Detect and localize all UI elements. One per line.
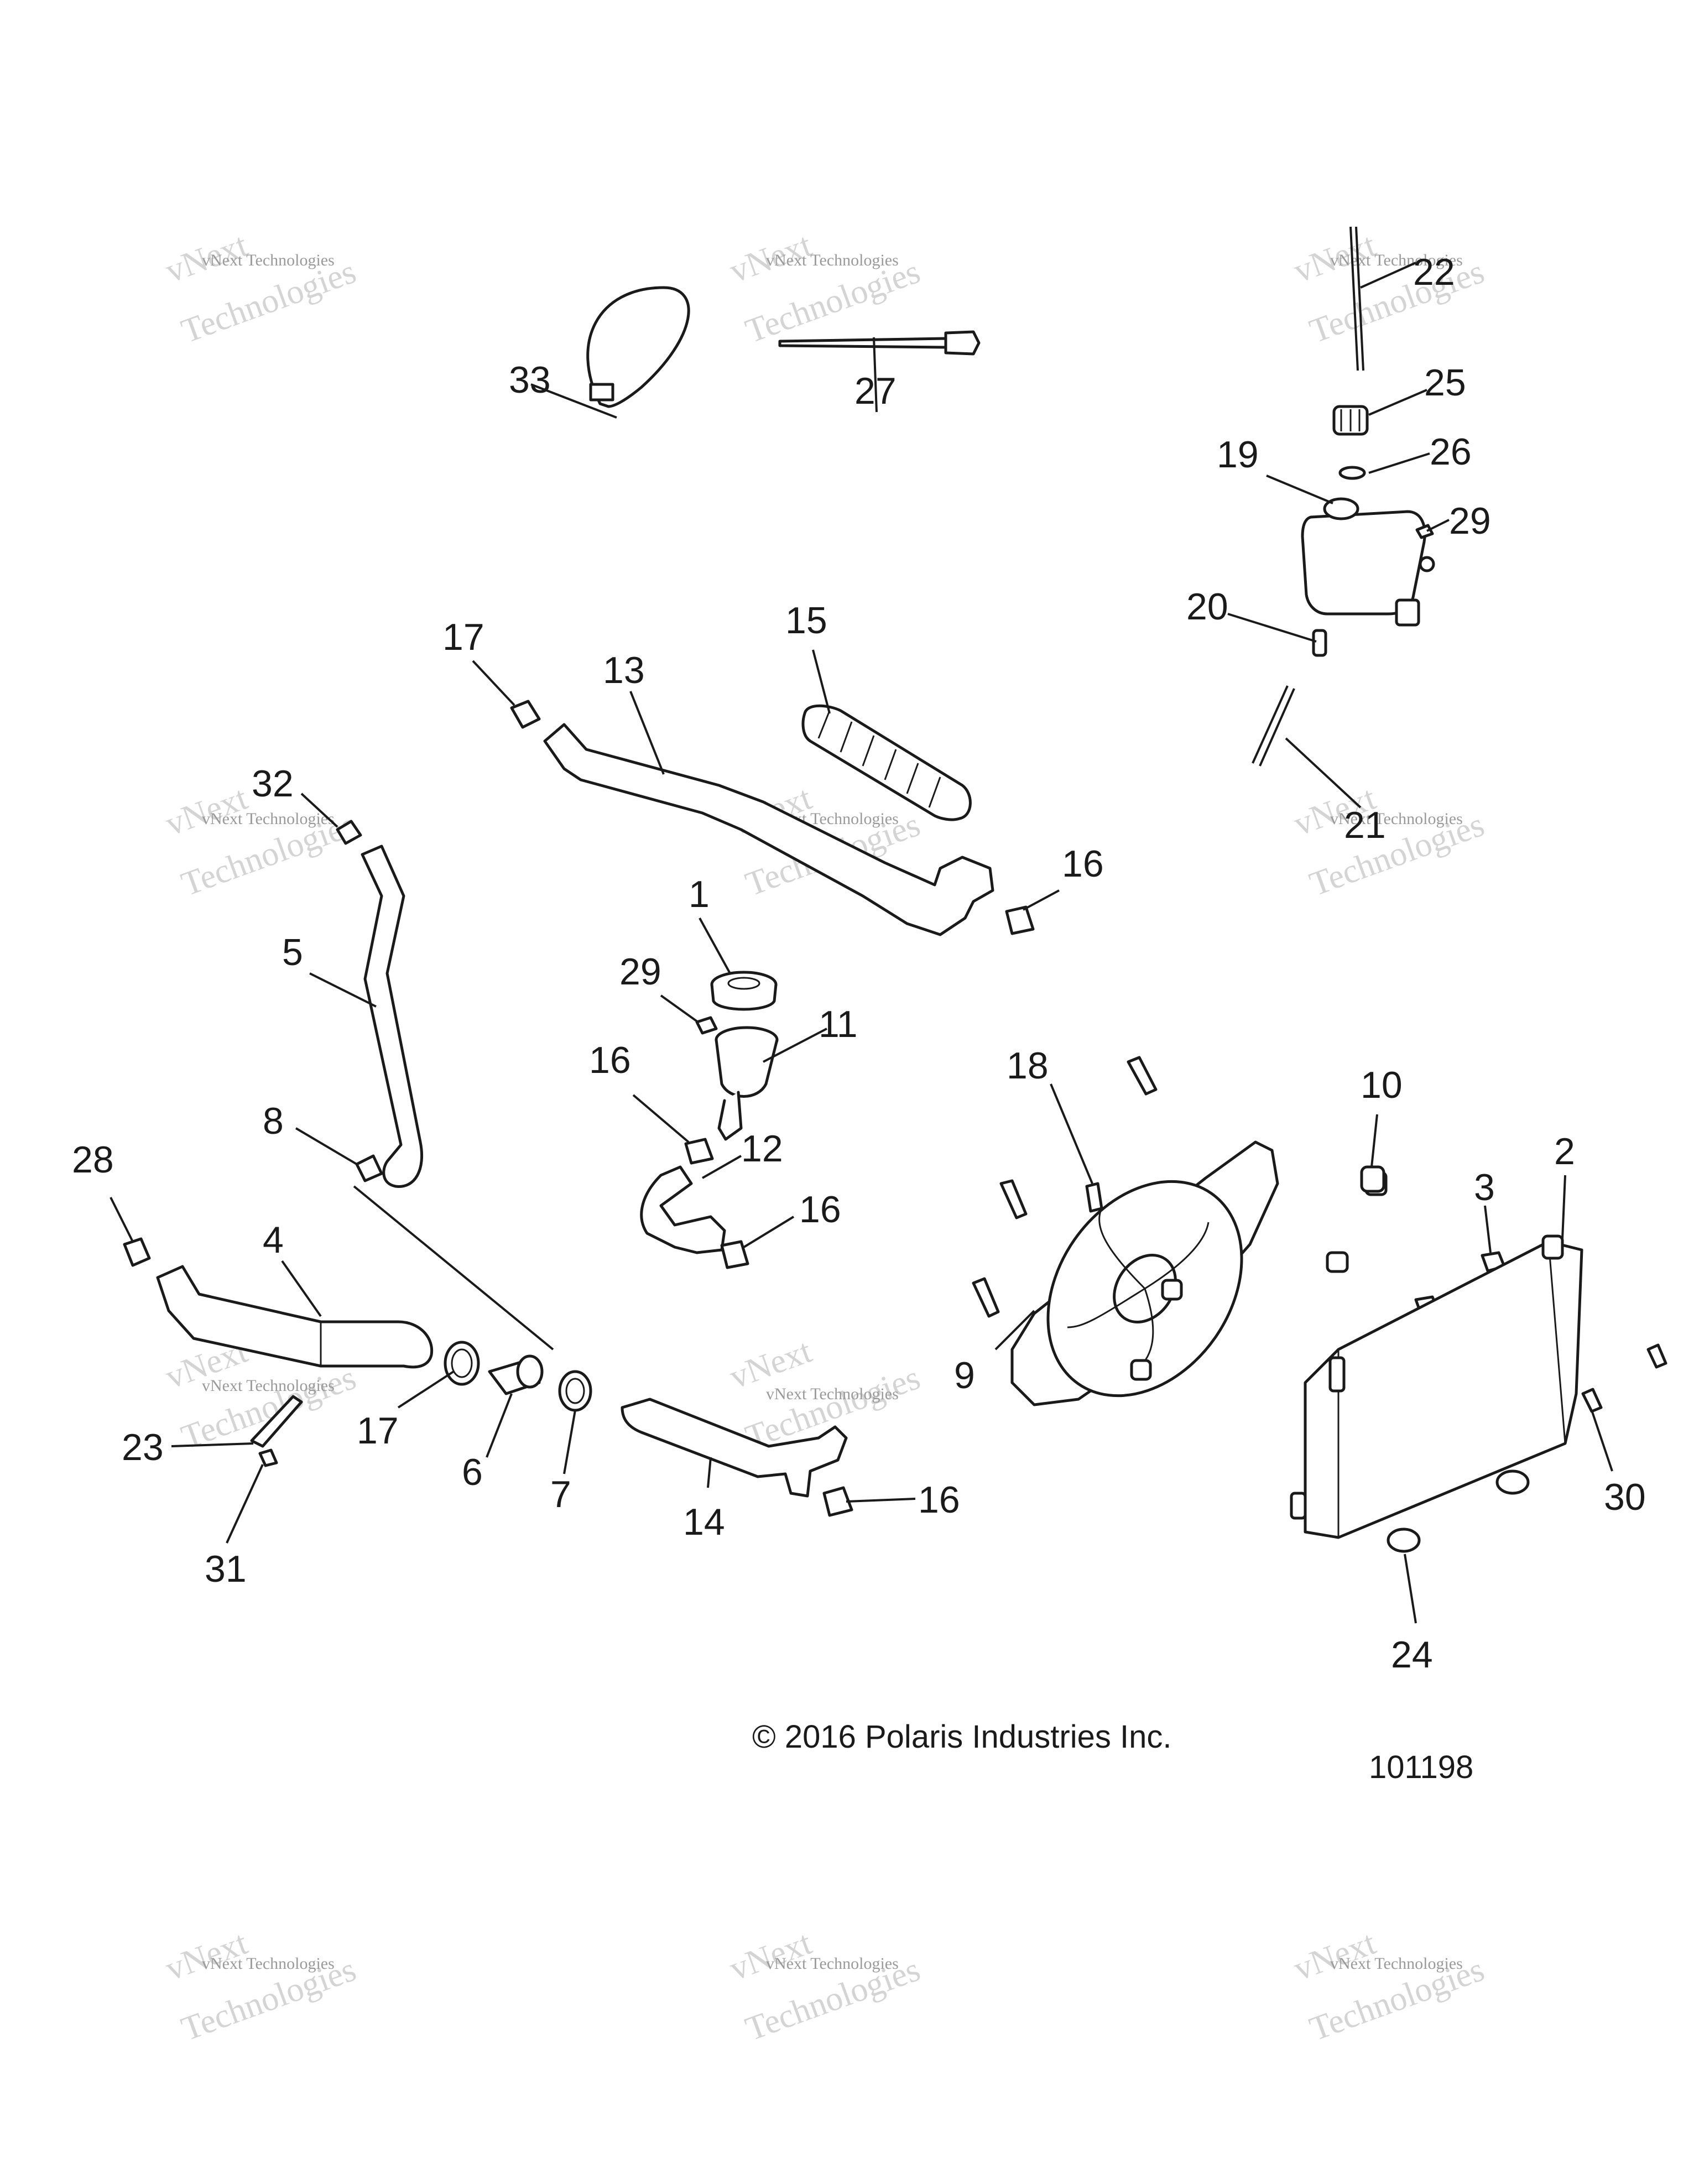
watermark-bottom-center: vNext Technologies vNext Technologies <box>725 1924 925 2049</box>
svg-text:vNext Technologies: vNext Technologies <box>202 1954 335 1973</box>
part-7-clamp-ring[interactable] <box>558 1370 592 1412</box>
callout-26: 26 <box>1430 431 1472 473</box>
callout-14: 14 <box>683 1501 725 1543</box>
callout-28: 28 <box>72 1139 114 1181</box>
callout-3: 3 <box>1474 1166 1495 1208</box>
watermark-group: vNext Technologies vNext Technologies vN… <box>161 226 1512 2049</box>
callout-29-center: 29 <box>619 951 661 993</box>
callout-32: 32 <box>252 763 294 805</box>
part-32-clamp[interactable] <box>336 820 362 845</box>
callout-16-upper: 16 <box>1062 843 1104 885</box>
svg-text:vNext Technologies: vNext Technologies <box>202 251 335 269</box>
part-20-fitting[interactable] <box>1312 629 1327 657</box>
callout-21: 21 <box>1344 804 1386 846</box>
callout-20: 20 <box>1186 586 1228 628</box>
callout-13: 13 <box>603 649 645 691</box>
part-5-bypass-hose[interactable] <box>361 845 424 1188</box>
part-19-coolant-reservoir[interactable] <box>1301 497 1435 627</box>
part-4-lower-hose[interactable] <box>156 1265 434 1369</box>
callout-23: 23 <box>122 1426 164 1468</box>
part-1-radiator-cap[interactable] <box>710 971 778 1011</box>
part-12-filler-hose[interactable] <box>640 1165 726 1254</box>
part-30-screw[interactable] <box>1581 1343 1667 1413</box>
watermark-top-center: vNext Technologies vNext Technologies <box>725 226 925 351</box>
callout-30: 30 <box>1604 1476 1646 1518</box>
diagram-number: 101198 <box>1369 1749 1473 1785</box>
callout-18: 18 <box>1007 1045 1049 1087</box>
watermark-bottom-right: vNext Technologies vNext Technologies <box>1289 1924 1489 2049</box>
part-16-clamp-lower-center[interactable] <box>720 1240 749 1269</box>
callout-16-center: 16 <box>589 1039 631 1081</box>
part-27-cable-tie[interactable] <box>778 330 981 356</box>
part-29-screw-right[interactable] <box>1415 524 1434 539</box>
callout-11: 11 <box>819 1003 858 1045</box>
svg-text:vNext Technologies: vNext Technologies <box>766 251 899 269</box>
callout-25: 25 <box>1424 362 1466 404</box>
svg-text:vNext Technologies: vNext Technologies <box>766 1954 899 1973</box>
part-6-coupler-tube[interactable] <box>488 1354 544 1395</box>
callout-17-lower: 17 <box>357 1410 399 1452</box>
copyright-text: © 2016 Polaris Industries Inc. <box>752 1719 1171 1755</box>
part-21-overflow-hose[interactable] <box>1252 685 1295 767</box>
callout-29-right: 29 <box>1449 500 1491 542</box>
callout-16-bottom: 16 <box>918 1479 960 1521</box>
callout-5: 5 <box>282 931 303 973</box>
callout-19: 19 <box>1217 434 1259 476</box>
watermark-mid-right: vNext Technologies vNext Technologies <box>1289 779 1489 904</box>
callout-4: 4 <box>263 1219 284 1261</box>
svg-text:vNext Technologies: vNext Technologies <box>1330 1954 1463 1973</box>
callout-6: 6 <box>462 1451 483 1493</box>
part-33-strap[interactable] <box>586 286 690 408</box>
callout-22: 22 <box>1413 251 1455 293</box>
callout-2: 2 <box>1554 1130 1575 1172</box>
part-26-o-ring[interactable] <box>1338 466 1366 480</box>
callout-27: 27 <box>854 370 897 412</box>
part-28-plug[interactable] <box>123 1237 151 1267</box>
svg-text:vNext Technologies: vNext Technologies <box>202 810 335 828</box>
part-17-clamp-top[interactable] <box>510 700 541 729</box>
part-16-clamp-upper[interactable] <box>1005 905 1035 935</box>
part-22-breather-tube[interactable] <box>1349 226 1364 371</box>
part-18-screw[interactable] <box>1085 1182 1103 1213</box>
part-29-screw-center[interactable] <box>695 1016 718 1035</box>
callout-8: 8 <box>263 1100 284 1142</box>
part-17-clamp-lower[interactable] <box>444 1341 480 1386</box>
watermark-top-right: vNext Technologies vNext Technologies <box>1289 226 1489 351</box>
watermark-top-left: vNext Technologies vNext Technologies <box>161 226 361 351</box>
part-31-screw[interactable] <box>258 1448 278 1467</box>
callout-9: 9 <box>954 1354 975 1396</box>
callout-10: 10 <box>1361 1064 1403 1106</box>
part-25-reservoir-cap[interactable] <box>1332 405 1369 436</box>
callout-1: 1 <box>689 873 710 915</box>
part-23-bracket[interactable] <box>250 1395 303 1448</box>
svg-text:vNext Technologies: vNext Technologies <box>202 1377 335 1395</box>
part-8-clamp[interactable] <box>355 1154 383 1182</box>
part-9-cooling-fan[interactable] <box>1008 1140 1282 1433</box>
part-24-grommet[interactable] <box>1387 1469 1530 1553</box>
watermark-bottom-left: vNext Technologies vNext Technologies <box>161 1924 361 2049</box>
part-10-grommet[interactable] <box>1360 1165 1385 1193</box>
callout-12: 12 <box>741 1128 783 1170</box>
callout-31: 31 <box>205 1548 247 1590</box>
svg-text:vNext Technologies: vNext Technologies <box>766 1385 899 1403</box>
callout-16-lower-center: 16 <box>799 1189 841 1231</box>
part-16-clamp-bottom[interactable] <box>822 1486 853 1517</box>
part-2-radiator[interactable] <box>1290 1234 1583 1539</box>
callout-7: 7 <box>550 1473 571 1515</box>
leader-lines <box>110 262 1613 1624</box>
part-11-filler-neck[interactable] <box>715 1026 779 1141</box>
callout-24: 24 <box>1391 1634 1433 1676</box>
callout-labels: 33 27 22 25 26 19 29 20 21 17 13 15 16 3… <box>72 251 1646 1676</box>
callout-33: 33 <box>509 359 551 401</box>
part-15-protective-sleeve[interactable] <box>801 704 972 821</box>
callout-15: 15 <box>785 600 827 642</box>
part-14-lower-y-hose[interactable] <box>621 1398 848 1498</box>
callout-17-top: 17 <box>442 616 484 658</box>
part-16-clamp-center[interactable] <box>684 1138 714 1165</box>
fan-mount-bolts[interactable] <box>972 1056 1158 1318</box>
svg-text:vNext Technologies: vNext Technologies <box>1330 810 1463 828</box>
part-13-upper-hose[interactable] <box>543 723 994 936</box>
